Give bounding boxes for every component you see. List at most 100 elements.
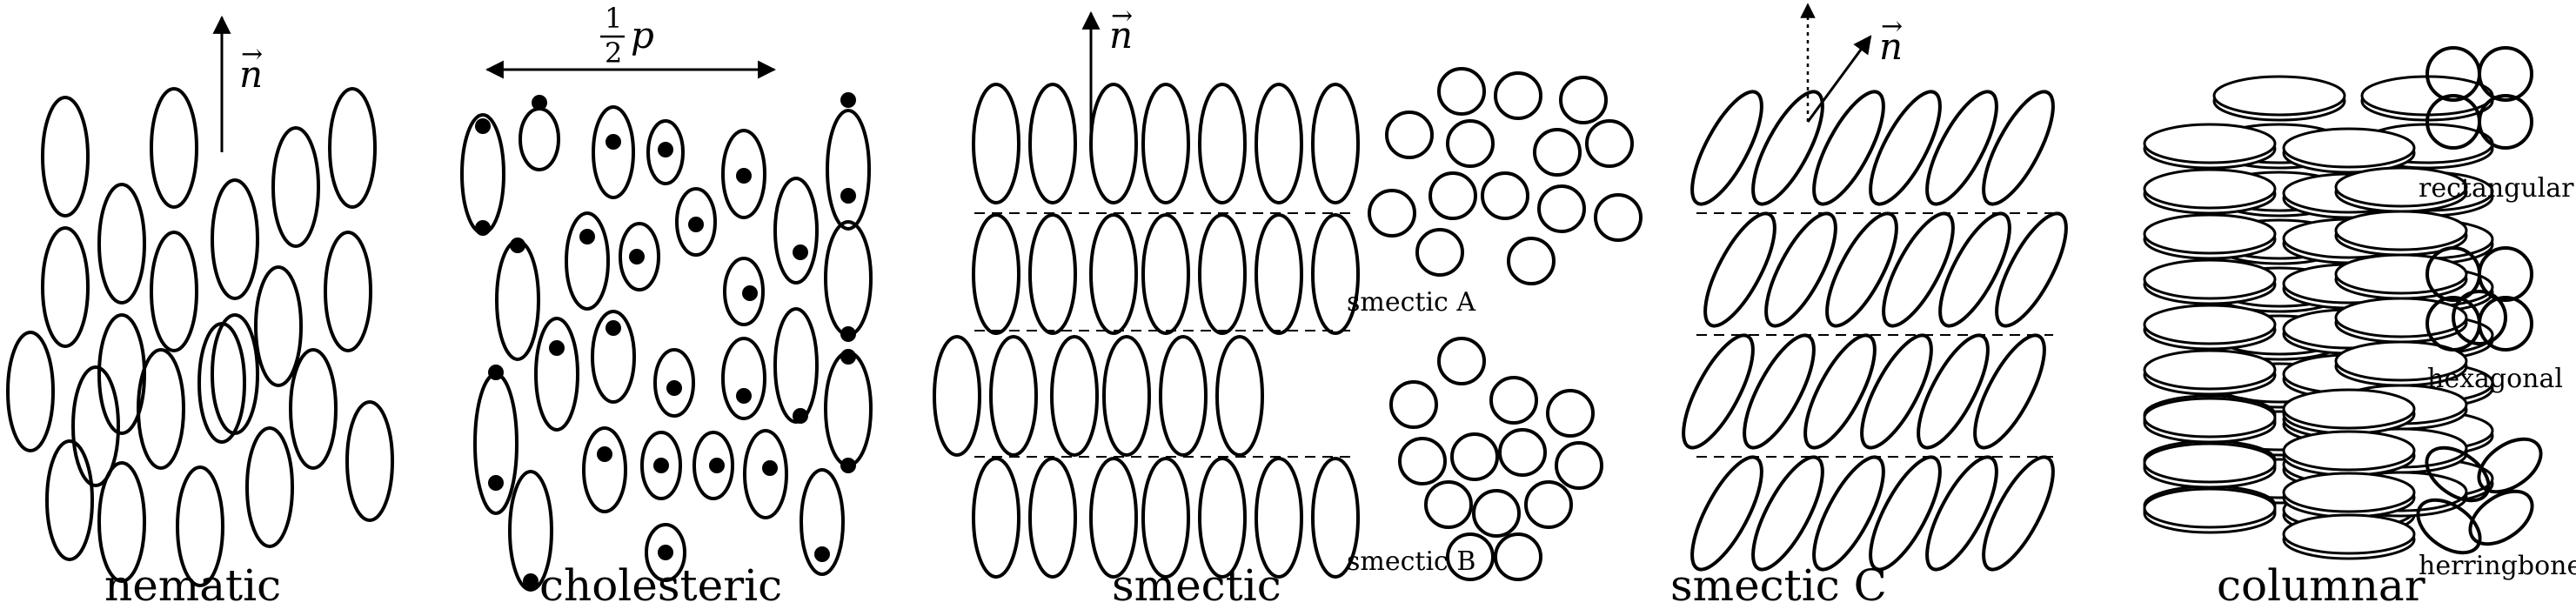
herringbone-molecule <box>2416 498 2482 555</box>
cholesteric-molecule <box>645 523 686 582</box>
smectic-b-molecule <box>1489 376 1538 425</box>
cholesteric-molecule <box>640 431 682 500</box>
columnar-disc <box>2282 513 2416 555</box>
smectic-b-molecule <box>1424 480 1473 529</box>
nematic-molecule <box>328 87 377 209</box>
smectic-a-molecule <box>1437 67 1486 116</box>
smectic-c-molecule <box>1869 90 1942 206</box>
smectic-c-molecule <box>1751 455 1824 572</box>
herringbone-lattice <box>2416 437 2543 555</box>
smectic-molecule <box>1050 335 1099 457</box>
smectic-b-molecule <box>1546 389 1595 438</box>
cholesteric-molecule <box>534 317 579 432</box>
columnar-disc <box>2143 442 2277 484</box>
smectic-molecule <box>1198 457 1247 579</box>
smectic-molecule <box>1215 335 1264 457</box>
smectic-vector-arrow: → <box>1111 1 1133 31</box>
smectic-a-molecule <box>1559 76 1608 124</box>
nematic-molecule <box>71 365 120 487</box>
cholesteric-dot <box>549 340 565 356</box>
smectic-c-molecule <box>1812 455 1885 572</box>
herringbone-molecule <box>2477 437 2543 494</box>
nematic-molecule <box>150 87 198 209</box>
cholesteric-molecule <box>721 129 766 219</box>
cholesteric-molecule <box>723 257 765 326</box>
smectic-c-molecule <box>1682 333 1755 450</box>
columnar-disc <box>2143 258 2277 300</box>
smectic-molecule <box>972 83 1020 204</box>
cholesteric-dot <box>840 92 856 108</box>
cholesteric-molecule <box>592 105 635 199</box>
smectic-molecule <box>1028 213 1077 335</box>
columnar-disc <box>2282 127 2416 169</box>
nematic-molecule <box>97 183 146 305</box>
columnar-disc <box>2143 123 2277 164</box>
nematic-molecule <box>254 265 303 387</box>
columnar-panel <box>2143 75 2494 560</box>
smectic-molecule <box>1141 83 1190 204</box>
cholesteric-molecule <box>826 109 871 231</box>
columnar-disc <box>2282 388 2416 430</box>
smectic-molecule <box>1311 457 1360 579</box>
cholesteric-dot <box>666 380 682 396</box>
pitch-symbol: p <box>631 14 654 57</box>
nematic-molecule <box>97 461 146 583</box>
smectic-a-molecule <box>1481 171 1529 220</box>
nematic-label: nematic <box>104 560 281 611</box>
smectic-c-molecule <box>1751 90 1824 206</box>
smectic-molecule <box>1255 457 1303 579</box>
nematic-molecule <box>176 465 224 587</box>
rectangular-label: rectangular <box>2419 173 2574 204</box>
smectic-molecule <box>1311 83 1360 204</box>
smectic-molecule <box>1028 83 1077 204</box>
cholesteric-dot <box>597 446 612 462</box>
smectic-c-molecule <box>1690 455 1763 572</box>
smectic-c-molecule <box>1925 455 1998 572</box>
cholesteric-dot <box>510 238 525 253</box>
smectic-c-molecule <box>1812 90 1885 206</box>
cholesteric-dot <box>475 118 491 134</box>
smectic-a-molecule <box>1446 119 1495 168</box>
smectic-b-label: smectic B <box>1347 546 1475 577</box>
herringbone-molecule <box>2425 445 2491 503</box>
rectangular-lattice <box>2425 46 2533 150</box>
cholesteric-dot <box>742 285 758 301</box>
smectic-c-layer-lines <box>1696 212 2053 458</box>
smectic-layer-lines <box>974 212 1357 458</box>
cholesteric-dot <box>658 545 673 560</box>
smectic-a-molecule <box>1429 171 1477 220</box>
smectic-c-molecule <box>1764 211 1837 328</box>
smectic-c-molecule <box>1860 333 1933 450</box>
cholesteric-dot <box>840 326 856 342</box>
nematic-vector-arrow: → <box>241 39 263 70</box>
nematic-molecule <box>271 126 320 248</box>
smectic-c-molecule <box>1690 90 1763 206</box>
nematic-molecule <box>345 400 394 522</box>
cholesteric-dot <box>658 142 673 157</box>
smectic-molecule <box>933 335 981 457</box>
smectic-c-panel <box>1682 90 2068 572</box>
smectic-molecule <box>1159 335 1208 457</box>
smectic-c-molecule <box>1917 333 1990 450</box>
columnar-disc <box>2282 430 2416 472</box>
smectic-molecule <box>1141 213 1190 335</box>
columnar-disc <box>2334 297 2468 338</box>
columnar-label: columnar <box>2217 560 2425 611</box>
cholesteric-molecule <box>743 429 788 519</box>
smectic-b-molecule <box>1498 428 1547 477</box>
hexagonal-label: hexagonal <box>2427 364 2563 394</box>
smectic-molecule <box>1102 335 1151 457</box>
nematic-molecule <box>245 426 294 548</box>
hexagonal-molecule <box>2478 246 2533 302</box>
cholesteric-dot <box>736 168 752 184</box>
cholesteric-dot <box>709 458 725 473</box>
smectic-a-molecule <box>1385 110 1434 159</box>
smectic-b-molecule <box>1494 532 1542 581</box>
nematic-panel <box>6 87 394 587</box>
smectic-c-label: smectic C <box>1670 560 1887 611</box>
cholesteric-molecule <box>653 348 695 418</box>
cholesteric-molecule <box>693 431 734 500</box>
smectic-director-label: n <box>1109 14 1133 57</box>
smectic-molecule <box>1311 213 1360 335</box>
cholesteric-dot <box>736 388 752 404</box>
